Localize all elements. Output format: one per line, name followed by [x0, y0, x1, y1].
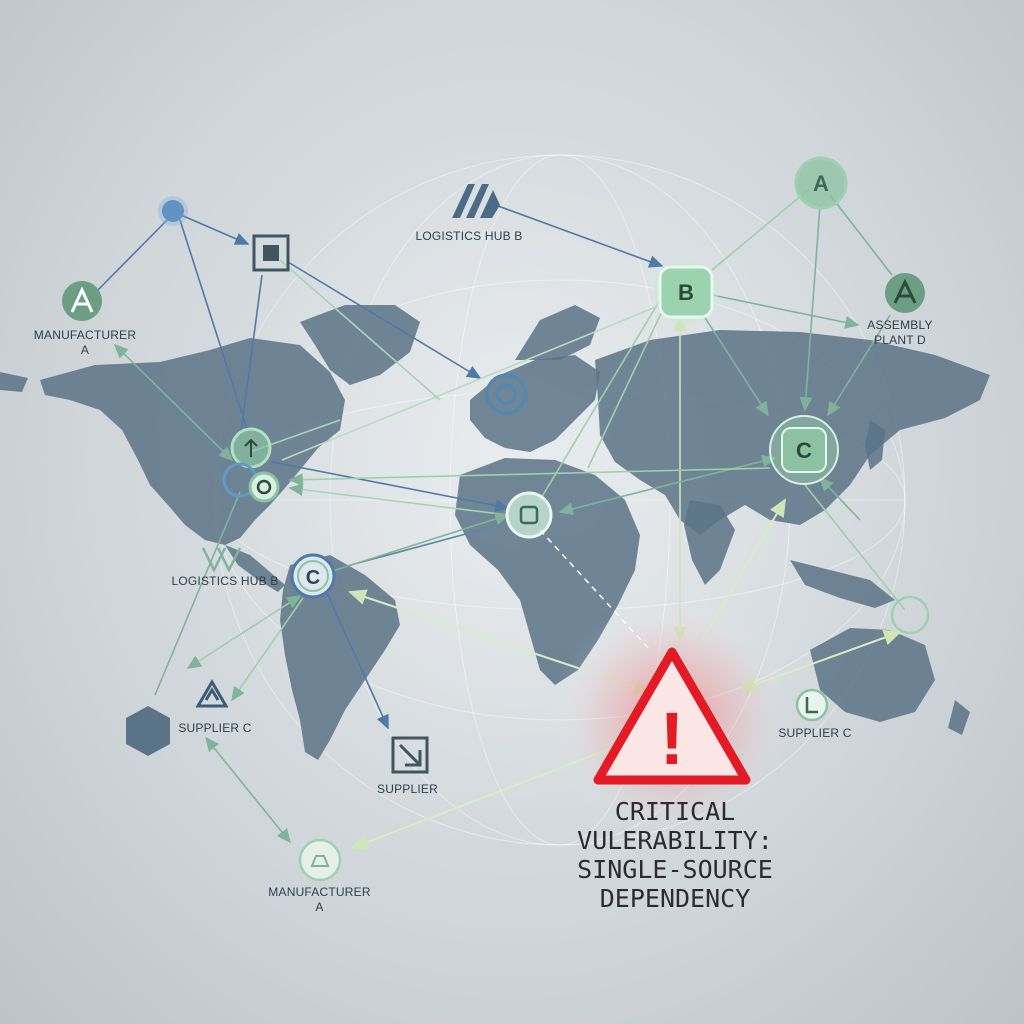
- oceania-node[interactable]: [890, 595, 930, 635]
- logistics-icon: [452, 184, 500, 218]
- logistics-square-icon[interactable]: [252, 234, 290, 272]
- label-supplier-c-right: SUPPLIER C: [778, 726, 852, 740]
- assembly-icon[interactable]: [885, 273, 925, 313]
- node-c-sa-label: C: [306, 567, 320, 589]
- central-america: [225, 545, 285, 592]
- node-c-asia-label: C: [796, 438, 812, 463]
- label-logistics-hub-b-left: LOGISTICS HUB B: [171, 574, 279, 588]
- node-a[interactable]: A: [794, 156, 848, 210]
- logistics-hub-left-icon: [201, 547, 242, 573]
- node-a-label: A: [813, 171, 829, 196]
- critical-alert[interactable]: !: [552, 598, 792, 838]
- label-assembly-plant-d: ASSEMBLY PLANT D: [867, 318, 933, 347]
- critical-vulnerability-message: CRITICAL VULERABILITY: SINGLE-SOURCE DEP…: [577, 797, 773, 913]
- supplier-icon[interactable]: [195, 679, 229, 708]
- node-b-hub[interactable]: B: [654, 260, 718, 324]
- label-logistics-hub-b-top: LOGISTICS HUB B: [415, 229, 523, 243]
- africa-node[interactable]: [505, 491, 553, 539]
- new-zealand: [948, 700, 970, 735]
- scandinavia: [515, 305, 600, 360]
- supplier-c-right-icon[interactable]: [795, 688, 829, 722]
- supplier-box-icon[interactable]: [391, 736, 429, 774]
- alert-exclamation: !: [660, 697, 685, 780]
- node-b-label: B: [678, 280, 694, 305]
- greenland: [300, 305, 420, 385]
- label-supplier-c-left: SUPPLIER C: [178, 721, 252, 735]
- alaska-fragment: [0, 372, 28, 392]
- north-america-ring-node[interactable]: [222, 462, 280, 503]
- india: [684, 500, 735, 585]
- warning-triangle-icon: [593, 647, 751, 785]
- manufacturer-icon[interactable]: [62, 281, 102, 321]
- hexagon-node[interactable]: [126, 706, 170, 756]
- southeast-asia: [790, 560, 895, 608]
- label-manufacturer-a-left: MANUFACTURER A: [33, 328, 137, 357]
- label-supplier-bottom: SUPPLIER: [377, 782, 438, 796]
- europe: [470, 355, 600, 452]
- node-c-south-america[interactable]: C: [290, 553, 336, 599]
- connection-links: [97, 189, 906, 850]
- label-manufacturer-a-bottom: MANUFACTURER A: [268, 885, 371, 914]
- north-america-upload-node[interactable]: [230, 427, 272, 469]
- origin-node[interactable]: [158, 196, 188, 226]
- japan: [865, 420, 885, 470]
- europe-target-node[interactable]: [485, 373, 527, 415]
- node-c-asia[interactable]: C: [769, 415, 839, 485]
- manufacturer-recycle-icon[interactable]: [298, 838, 342, 882]
